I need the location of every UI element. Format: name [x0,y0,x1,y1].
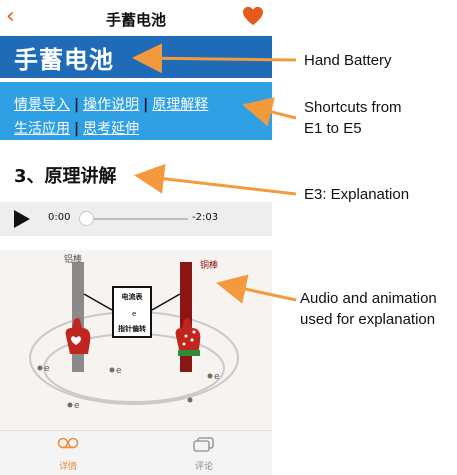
audio-scrubber-handle[interactable] [79,211,94,226]
annotation-hand-battery: Hand Battery [304,52,392,69]
phone-screen: ‹ 手蓄电池 手蓄电池 情景导入|操作说明|原理解释 生活应用|思考延伸 3、原… [0,0,272,475]
electron-label: e [44,364,50,374]
ammeter-caption: 指针偏转 [118,325,146,333]
electron-marker [109,367,115,373]
ammeter-electron: e [132,310,137,318]
nav-title: 手蓄电池 [105,11,166,29]
audio-current-time: 0:00 [48,212,71,223]
annotation-shortcuts-line2: E1 to E5 [304,120,362,137]
electron-marker [207,373,213,379]
annotation-audio-line2: used for explanation [300,311,436,328]
shortcut-link-e1[interactable]: 情景导入 [14,97,70,113]
audio-remaining-time: -2:03 [192,212,219,223]
ammeter-box: 电流表 e 指针偏转 [112,286,152,338]
annotation-shortcuts-line1: Shortcuts from [304,99,402,116]
banner-title: 手蓄电池 [14,46,114,74]
comment-icon [193,437,214,452]
annotation-audio-line1: Audio and animation [300,290,437,307]
wire-right [151,293,181,311]
annotation-e3: E3: Explanation [304,186,410,203]
electron-label: e [74,401,80,411]
heart-icon[interactable] [242,6,264,26]
shortcut-link-e4[interactable]: 生活应用 [14,121,70,137]
separator: | [74,97,80,113]
tab-comments[interactable]: 评论 [136,435,272,473]
aluminum-rod [72,262,84,372]
electron-label: e [116,366,122,376]
title-banner: 手蓄电池 [0,36,272,78]
tab-details[interactable]: 详情 [0,435,136,473]
separator: | [74,121,80,137]
navigation-bar: ‹ 手蓄电池 [0,0,272,36]
shortcut-link-e2[interactable]: 操作说明 [83,97,140,113]
chevron-left-icon[interactable]: ‹ [6,4,15,29]
shortcut-link-e3[interactable]: 原理解释 [152,97,209,113]
left-mitten [65,318,91,354]
tab-details-label: 详情 [58,462,77,472]
audio-progress-track[interactable] [84,218,188,220]
animation-canvas [29,262,239,408]
electron-marker [187,397,193,403]
details-icon [57,437,79,449]
electron-marker [67,402,73,408]
separator: | [143,97,149,113]
wire-left [83,293,113,311]
shortcut-links: 情景导入|操作说明|原理解释 生活应用|思考延伸 [0,82,272,140]
audio-player: 0:00 -2:03 [0,202,272,236]
right-mitten [175,318,201,354]
heart-decoration [71,336,81,345]
ammeter-title: 电流表 [121,293,143,301]
explanation-animation[interactable]: 铝棒 铜棒 电流表 e 指针偏转 e e e e [0,250,272,430]
electron-label: e [214,372,220,382]
shortcut-link-e5[interactable]: 思考延伸 [83,121,140,137]
mitten-cuff [178,350,200,356]
tab-bar: 详情 评论 [0,430,272,475]
play-icon[interactable] [14,210,30,228]
section-title: 3、原理讲解 [14,166,117,187]
copper-rod-label: 铜棒 [200,261,219,271]
electron-marker [37,365,43,371]
tab-comments-label: 评论 [194,462,213,472]
aluminum-rod-label: 铝棒 [64,255,83,265]
